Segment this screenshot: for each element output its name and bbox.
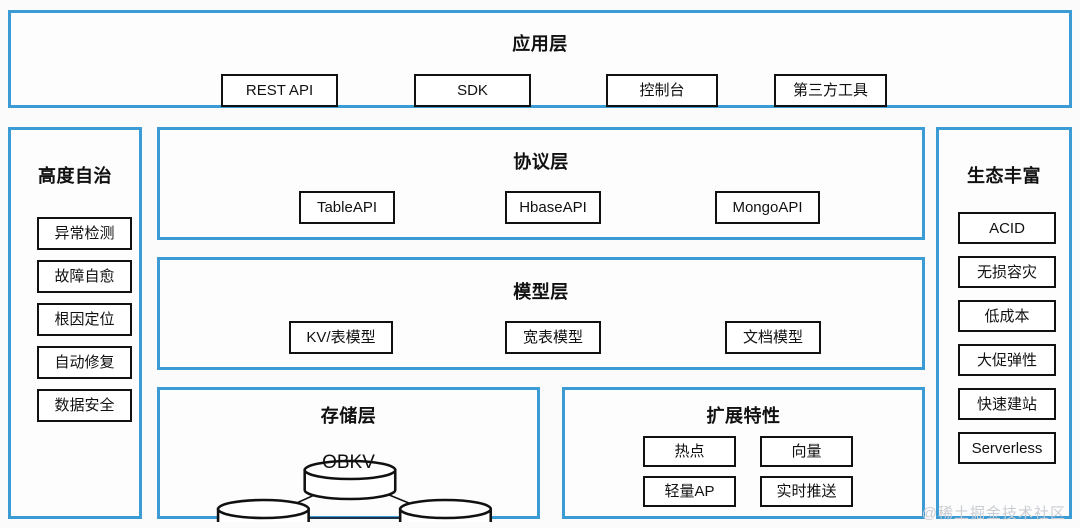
node-top bbox=[303, 459, 397, 501]
app-item-sdk[interactable]: SDK bbox=[414, 74, 531, 107]
ecosystem-item-promotion-elasticity[interactable]: 大促弹性 bbox=[958, 344, 1056, 376]
storage-center-label: OBKV bbox=[322, 452, 375, 473]
autonomy-item-auto-repair[interactable]: 自动修复 bbox=[37, 346, 132, 379]
autonomy-panel-title: 高度自治 bbox=[38, 166, 112, 186]
model-layer-panel: 模型层 KV/表模型 宽表模型 文档模型 bbox=[157, 257, 925, 370]
storage-layer-title: 存储层 bbox=[320, 406, 377, 426]
extension-layer-title: 扩展特性 bbox=[706, 406, 781, 426]
extension-layer-panel: 扩展特性 热点 向量 轻量AP 实时推送 bbox=[562, 387, 925, 519]
model-layer-title: 模型层 bbox=[513, 282, 569, 302]
autonomy-panel: 高度自治 异常检测 故障自愈 根因定位 自动修复 数据安全 bbox=[8, 127, 142, 519]
application-layer-title: 应用层 bbox=[512, 34, 568, 54]
ecosystem-panel: 生态丰富 ACID 无损容灾 低成本 大促弹性 快速建站 Serverless bbox=[936, 127, 1072, 519]
ecosystem-item-serverless[interactable]: Serverless bbox=[958, 432, 1056, 464]
autonomy-item-root-cause-location[interactable]: 根因定位 bbox=[37, 303, 132, 336]
storage-layer-panel: 存储层 OBKV bbox=[157, 387, 540, 522]
extension-item-hotspot[interactable]: 热点 bbox=[643, 436, 736, 467]
node-bottom-right bbox=[398, 498, 493, 522]
model-item-kv-table-model[interactable]: KV/表模型 bbox=[289, 321, 393, 354]
autonomy-item-anomaly-detection[interactable]: 异常检测 bbox=[37, 217, 132, 250]
ecosystem-item-fast-site-build[interactable]: 快速建站 bbox=[958, 388, 1056, 420]
node-bottom-left bbox=[216, 498, 310, 522]
app-item-rest-api[interactable]: REST API bbox=[221, 74, 338, 107]
ecosystem-item-lossless-disaster-recovery[interactable]: 无损容灾 bbox=[958, 256, 1056, 288]
protocol-layer-panel: 协议层 TableAPI HbaseAPI MongoAPI bbox=[157, 127, 925, 240]
protocol-item-mongo-api[interactable]: MongoAPI bbox=[715, 191, 820, 224]
autonomy-item-data-security[interactable]: 数据安全 bbox=[37, 389, 132, 422]
extension-item-realtime-push[interactable]: 实时推送 bbox=[760, 476, 853, 507]
app-item-third-party-tools[interactable]: 第三方工具 bbox=[774, 74, 887, 107]
ecosystem-panel-title: 生态丰富 bbox=[967, 166, 1041, 186]
extension-item-lightweight-ap[interactable]: 轻量AP bbox=[643, 476, 736, 507]
protocol-item-hbase-api[interactable]: HbaseAPI bbox=[505, 191, 601, 224]
storage-cluster-graphic bbox=[216, 459, 493, 522]
ecosystem-item-acid[interactable]: ACID bbox=[958, 212, 1056, 244]
model-item-wide-table-model[interactable]: 宽表模型 bbox=[505, 321, 601, 354]
protocol-item-table-api[interactable]: TableAPI bbox=[299, 191, 395, 224]
model-item-document-model[interactable]: 文档模型 bbox=[725, 321, 821, 354]
protocol-layer-title: 协议层 bbox=[513, 152, 569, 172]
ecosystem-item-low-cost[interactable]: 低成本 bbox=[958, 300, 1056, 332]
autonomy-item-fault-self-healing[interactable]: 故障自愈 bbox=[37, 260, 132, 293]
application-layer-panel: 应用层 REST API SDK 控制台 第三方工具 bbox=[8, 10, 1072, 108]
app-item-console[interactable]: 控制台 bbox=[606, 74, 718, 107]
storage-nodes bbox=[216, 459, 493, 522]
extension-item-vector[interactable]: 向量 bbox=[760, 436, 853, 467]
